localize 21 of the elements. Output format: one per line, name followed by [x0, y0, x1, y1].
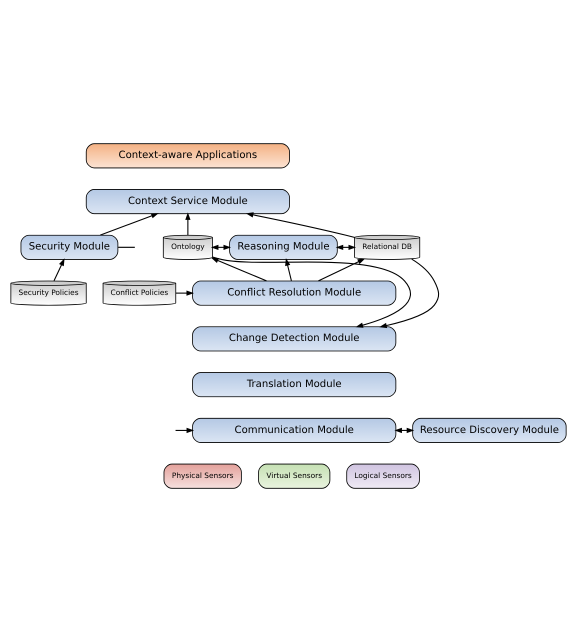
node-box: Security Module [20, 234, 118, 260]
arrow [212, 256, 411, 328]
connector [118, 246, 135, 248]
arrow [318, 258, 366, 281]
node-box: Context-aware Applications [86, 142, 290, 168]
node-box: Conflict Resolution Module [192, 280, 396, 306]
arrow [246, 212, 355, 238]
arrow [379, 258, 440, 328]
arrow [100, 212, 159, 236]
node-box: Resource Discovery Module [412, 417, 567, 442]
node-box: Context Service Module [86, 188, 290, 214]
node-box: Translation Module [192, 372, 396, 397]
node-box: Communication Module [192, 417, 396, 442]
arrow [176, 427, 194, 433]
node-box: Change Detection Module [192, 326, 396, 351]
node-box: Reasoning Module [229, 234, 338, 260]
arrow [211, 257, 267, 281]
arrow [285, 258, 292, 280]
arrow [185, 212, 191, 234]
arrow [176, 290, 194, 296]
arrow [54, 258, 65, 280]
